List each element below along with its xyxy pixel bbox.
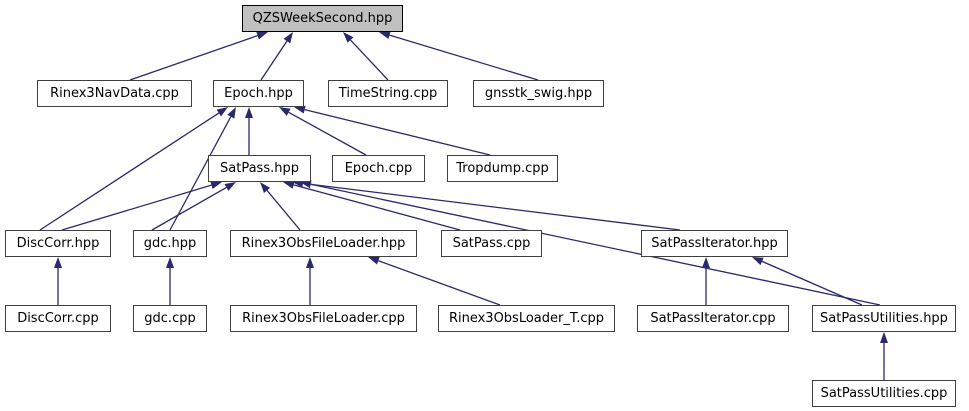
graph-edge-arrowhead xyxy=(279,107,291,116)
graph-edge-arrowhead xyxy=(702,257,710,268)
graph-edge-arrowhead xyxy=(294,105,306,114)
graph-node-qzsweeksecond-hpp: QZSWeekSecond.hpp xyxy=(242,5,403,32)
graph-edge-arrowhead xyxy=(300,180,312,189)
graph-edge xyxy=(293,184,461,231)
graph-edge xyxy=(378,260,501,306)
graph-node-rinex3obsloader-t-cpp[interactable]: Rinex3ObsLoader_T.cpp xyxy=(438,305,615,332)
graph-node-satpassutilities-cpp[interactable]: SatPassUtilities.cpp xyxy=(812,380,956,407)
graph-edge-arrowhead xyxy=(368,257,380,265)
graph-edge xyxy=(151,186,227,231)
graph-node-gdc-cpp[interactable]: gdc.cpp xyxy=(133,305,207,332)
graph-node-satpass-hpp[interactable]: SatPass.hpp xyxy=(208,155,311,182)
graph-node-epoch-hpp[interactable]: Epoch.hpp xyxy=(213,80,304,107)
graph-edge-arrowhead xyxy=(166,257,174,268)
graph-node-satpass-cpp[interactable]: SatPass.cpp xyxy=(441,230,542,257)
graph-edge-arrowhead xyxy=(752,257,764,266)
graph-node-rinex3obsfileloader-cpp[interactable]: Rinex3ObsFileLoader.cpp xyxy=(230,305,417,332)
graph-node-gnsstk-swig-hpp[interactable]: gnsstk_swig.hpp xyxy=(473,80,604,107)
graph-node-timestring-cpp[interactable]: TimeString.cpp xyxy=(328,80,448,107)
graph-edge-arrowhead xyxy=(245,107,253,118)
graph-node-rinex3obsfileloader-hpp[interactable]: Rinex3ObsFileLoader.hpp xyxy=(230,230,417,257)
graph-node-satpassiterator-cpp[interactable]: SatPassIterator.cpp xyxy=(637,305,789,332)
graph-node-rinex3navdata-cpp[interactable]: Rinex3NavData.cpp xyxy=(37,80,192,107)
graph-edge xyxy=(39,112,220,231)
graph-edge xyxy=(260,40,288,81)
graph-edge xyxy=(266,190,301,231)
graph-edge-arrowhead xyxy=(880,332,888,343)
graph-edge-arrowhead xyxy=(227,107,236,119)
graph-edge-arrowhead xyxy=(224,182,236,191)
graph-edge-arrowhead xyxy=(283,181,295,189)
graph-edge xyxy=(304,108,491,156)
graph-edge xyxy=(310,183,881,306)
graph-edge-arrowhead xyxy=(283,32,293,44)
graph-edge xyxy=(288,111,367,156)
graph-edge-arrowhead xyxy=(306,257,314,268)
graph-edge xyxy=(761,260,863,306)
graph-edge-arrowhead xyxy=(260,182,271,194)
graph-edge xyxy=(389,34,539,81)
graph-node-epoch-cpp[interactable]: Epoch.cpp xyxy=(332,155,425,182)
graph-node-gdc-hpp[interactable]: gdc.hpp xyxy=(133,230,207,257)
graph-node-disccorr-hpp[interactable]: DiscCorr.hpp xyxy=(5,230,111,257)
graph-node-tropdump-cpp[interactable]: Tropdump.cpp xyxy=(447,155,558,182)
graph-edge-arrowhead xyxy=(216,107,228,117)
graph-edge xyxy=(302,182,681,231)
graph-edge-arrowhead xyxy=(256,31,268,40)
graph-edge-arrowhead xyxy=(379,31,391,40)
graph-edge xyxy=(129,34,258,81)
graph-edge xyxy=(169,116,232,231)
graph-edge-arrowhead xyxy=(343,32,354,43)
graph-node-satpassiterator-hpp[interactable]: SatPassIterator.hpp xyxy=(641,230,788,257)
graph-edge-arrowhead xyxy=(54,257,62,268)
graph-edge xyxy=(61,184,212,231)
graph-node-satpassutilities-hpp[interactable]: SatPassUtilities.hpp xyxy=(812,305,956,332)
graph-edge xyxy=(350,39,389,81)
graph-node-disccorr-cpp[interactable]: DiscCorr.cpp xyxy=(5,305,111,332)
graph-edge-arrowhead xyxy=(210,181,222,189)
